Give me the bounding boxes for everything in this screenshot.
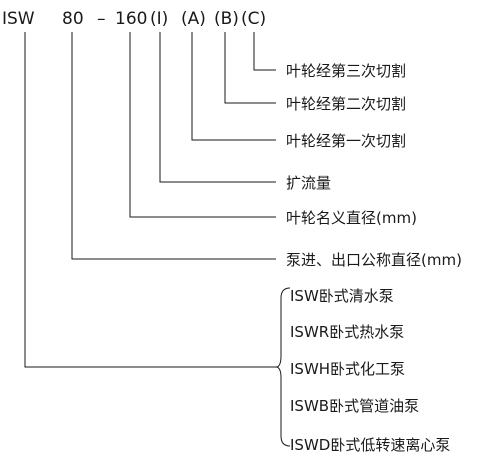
pump-type-iswr: ISWR卧式热水泵: [290, 323, 404, 341]
pump-types-brace: [275, 287, 291, 447]
code-inlet-size: 80: [62, 9, 84, 29]
code-dash: –: [97, 9, 106, 29]
pump-type-iswd: ISWD卧式低转速离心泵: [290, 436, 450, 454]
code-impeller-size: 160: [115, 9, 147, 29]
leader-inlet-size: [71, 32, 276, 260]
code-cut-a: (A): [181, 9, 206, 29]
pump-type-iswb: ISWB卧式管道油泵: [290, 397, 419, 415]
label-first-cut: 叶轮经第一次切割: [286, 132, 406, 150]
label-expanded-flow: 扩流量: [286, 174, 331, 192]
label-impeller-diameter: 叶轮名义直径(mm): [286, 209, 417, 227]
pump-type-isw: ISW卧式清水泵: [290, 287, 394, 305]
label-nominal-diameter: 泵进、出口公称直径(mm): [286, 251, 462, 269]
code-flow-mark: (I): [150, 9, 168, 29]
leader-cut-b: [224, 32, 276, 104]
label-second-cut: 叶轮经第二次切割: [286, 95, 406, 113]
leader-impeller-size: [129, 32, 276, 218]
leader-flow-mark: [159, 32, 276, 183]
code-cut-b: (B): [214, 9, 239, 29]
leader-cut-a: [191, 32, 276, 141]
code-prefix: ISW: [2, 9, 35, 29]
code-cut-c: (C): [241, 9, 266, 29]
label-third-cut: 叶轮经第三次切割: [286, 62, 406, 80]
pump-type-iswh: ISWH卧式化工泵: [290, 360, 405, 378]
leader-cut-c: [253, 32, 276, 71]
leader-prefix: [24, 32, 276, 368]
